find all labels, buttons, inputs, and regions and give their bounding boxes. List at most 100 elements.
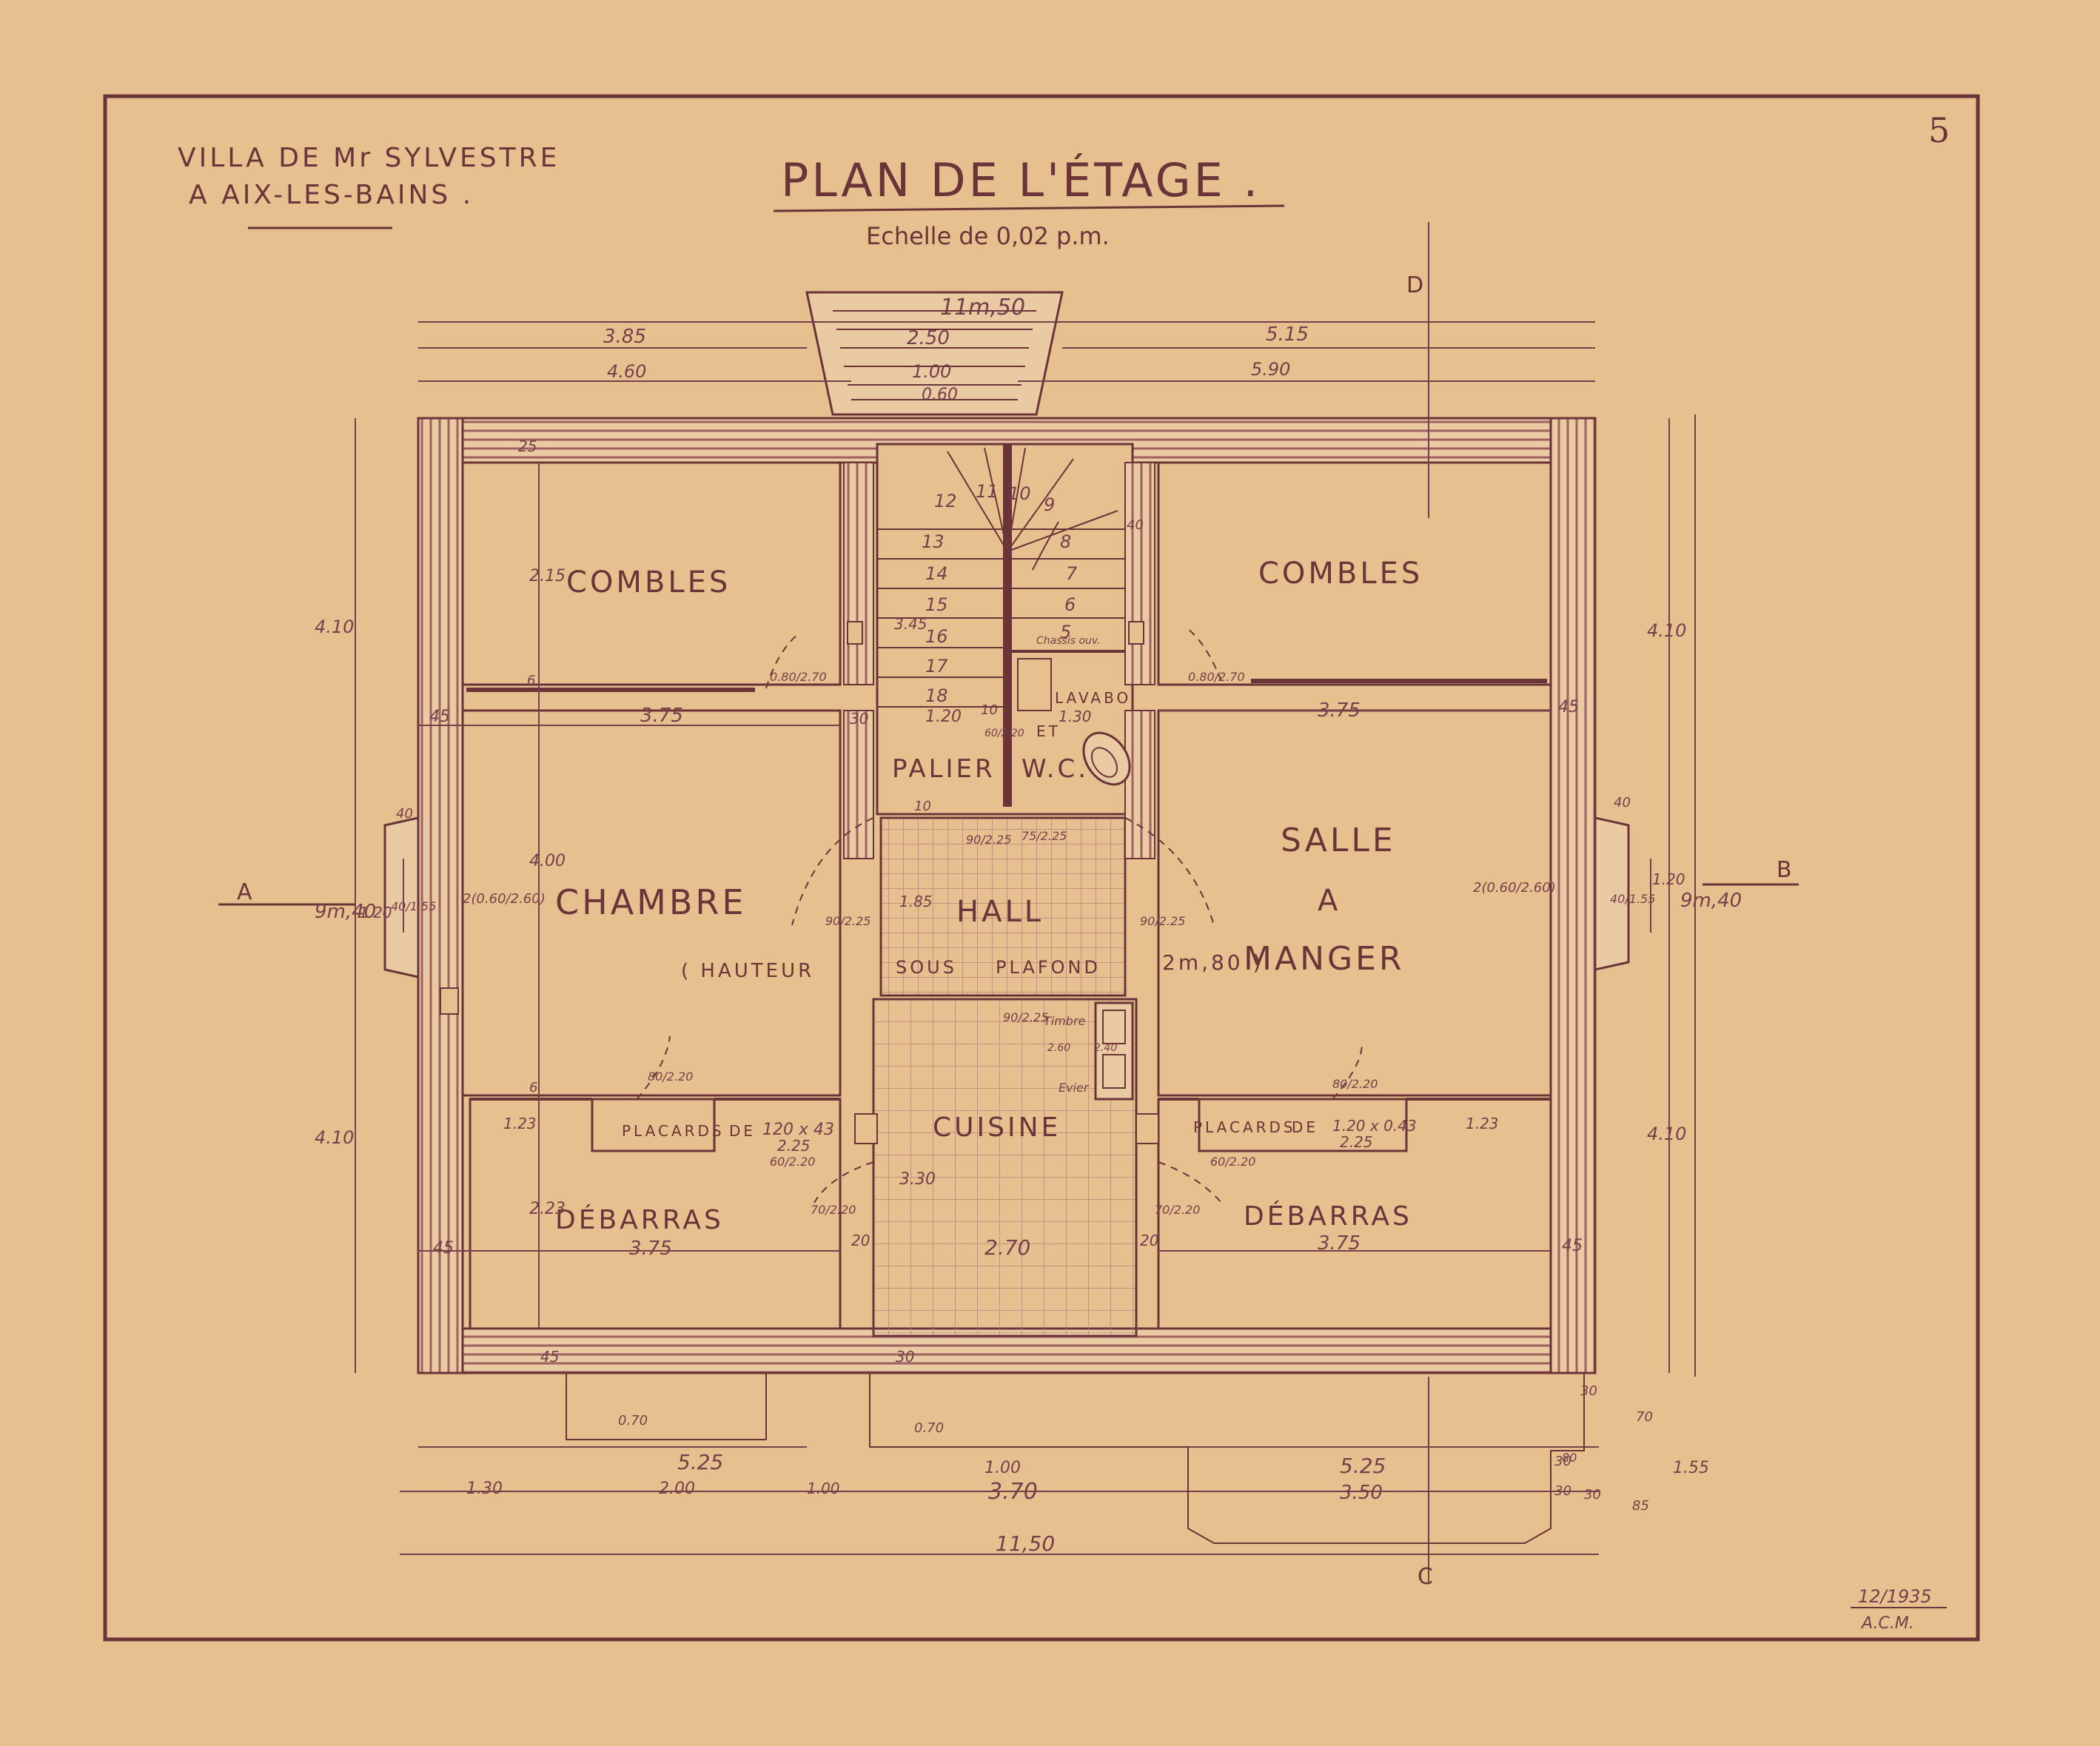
window-side-left: 40/1.55 [391, 899, 436, 913]
dim-total-top: 11m,50 [940, 295, 1025, 320]
room-chambre: CHAMBRE [555, 882, 746, 922]
window-chambre: 2(0.60/2.60) [463, 891, 546, 907]
dim-wc-width: 1.30 [1059, 708, 1092, 725]
dim-bottom-l: 85 [1632, 1498, 1649, 1514]
dim-combles-left-width: 3.75 [640, 705, 683, 727]
height-note-4: 2m,80 ) [1162, 950, 1264, 975]
title-underline [773, 204, 1285, 212]
stair-step-12: 5 [1060, 622, 1071, 642]
dim-wall-6-b: 6 [529, 1080, 537, 1095]
dim-right-lower: 4.10 [1647, 1124, 1686, 1144]
door-wc: 60/2.20 [984, 728, 1024, 739]
dim-wall-6-a: 6 [527, 673, 535, 688]
dim-wall-20-b: 20 [1140, 1232, 1158, 1249]
evier-label: Evier [1059, 1081, 1090, 1095]
room-combles-right: COMBLES [1258, 557, 1423, 591]
door-debarras-left: 70/2.20 [811, 1203, 856, 1217]
height-note-3: PLAFOND [996, 957, 1101, 978]
room-debarras-left: DÉBARRAS [555, 1204, 724, 1235]
dim-top-a: 3.85 [603, 326, 646, 348]
dim-wall-20-a: 20 [851, 1232, 870, 1249]
room-lavabo: LAVABO [1055, 689, 1131, 707]
dim-bottom-total: 11,50 [996, 1531, 1055, 1556]
interior-stair: 12 11 10 9 13 8 14 7 15 6 16 5 17 18 [877, 447, 1125, 708]
door-hall-palier: 90/2.25 [966, 833, 1011, 847]
placard-size-left: 120 x 43 [762, 1121, 834, 1139]
dim-top-f: 5.90 [1251, 359, 1290, 380]
client-line-2: A AIX-LES-BAINS . [189, 180, 474, 210]
entry-stair [805, 291, 1064, 416]
placards-right: PLACARDS [1193, 1118, 1296, 1136]
dim-wall-45-a: 45 [429, 708, 450, 726]
timbre-label: Timbre [1044, 1014, 1086, 1028]
dim-wall-40-a: 40 [396, 806, 413, 822]
sheet-border [103, 94, 1980, 1642]
dim-placard-left: 1.23 [503, 1115, 537, 1132]
dim-wall-40-b: 40 [1614, 795, 1631, 810]
stair-step-3: 10 [1008, 483, 1031, 504]
dim-top-e: 1.00 [912, 361, 951, 382]
window-bays [383, 816, 1630, 978]
dim-top-d: 4.60 [607, 361, 646, 382]
dim-small-260: 2.60 [1047, 1042, 1070, 1054]
dim-stair-width: 1.20 [925, 708, 962, 726]
dim-cuisine-width: 2.70 [984, 1235, 1030, 1260]
placards-left: PLACARDS [622, 1122, 725, 1140]
dim-bottom-070-b: 0.70 [914, 1420, 944, 1436]
inner-walls [440, 444, 1551, 1152]
room-cuisine: CUISINE [933, 1112, 1061, 1143]
dim-bottom-k: 80 [1562, 1451, 1577, 1465]
window-salle: 2(0.60/2.60) [1473, 880, 1556, 896]
footer-date: 12/1935 [1858, 1586, 1932, 1607]
dim-wall-45-e: 45 [540, 1348, 559, 1366]
dim-combles-height: 2.15 [529, 567, 566, 585]
dim-hall-height: 1.85 [899, 893, 933, 910]
door-hall-wc: 75/2.25 [1022, 829, 1067, 843]
dim-chambre-height: 4.00 [529, 852, 566, 870]
dim-wall-30-d: 30 [1554, 1483, 1571, 1499]
door-placard-right: 60/2.20 [1210, 1155, 1255, 1169]
scale-label: Echelle de 0,02 p.m. [866, 222, 1110, 250]
section-a: A [237, 879, 255, 905]
placard-size-right-b: 2.25 [1340, 1133, 1373, 1151]
dim-bottom-e: 2.00 [659, 1480, 695, 1498]
placards-de-left: DE [729, 1122, 756, 1140]
dim-bottom-m: 70 [1636, 1409, 1653, 1425]
placard-size-left-b: 2.25 [777, 1137, 811, 1155]
dim-top-g: 0.60 [922, 386, 958, 404]
stair-step-6: 8 [1060, 531, 1071, 552]
dim-top-c: 5.15 [1266, 323, 1309, 346]
room-salle: SALLE [1281, 822, 1396, 859]
dim-bottom-g: 3.70 [988, 1479, 1038, 1505]
dim-wall-10-a: 10 [981, 702, 998, 718]
room-wc: W.C. [1022, 754, 1089, 784]
dim-left-total: 9m,40 [315, 901, 376, 923]
section-d: D [1406, 272, 1426, 298]
stair-step-8: 7 [1066, 563, 1078, 584]
dim-right-upper: 4.10 [1647, 620, 1686, 641]
door-combles-left: 0.80/2.70 [770, 670, 827, 684]
door-salle: 90/2.25 [1140, 914, 1185, 928]
door-debarras-closet-left: 80/2.20 [648, 1070, 693, 1084]
door-combles-right: 0.80/2.70 [1188, 670, 1245, 684]
dim-small-240: 2.40 [1094, 1042, 1117, 1054]
stair-step-13: 17 [925, 656, 948, 676]
stair-step-5: 13 [922, 531, 945, 552]
dim-wall-45-b: 45 [1558, 698, 1579, 716]
stair-step-1: 12 [934, 491, 957, 511]
door-chambre: 90/2.25 [825, 914, 870, 928]
door-swings [636, 628, 1363, 1203]
stair-step-7: 14 [925, 563, 948, 584]
room-palier: PALIER [892, 754, 996, 784]
door-debarras-closet-right: 80/2.20 [1332, 1077, 1378, 1091]
dim-bottom-a: 5.25 [677, 1450, 723, 1474]
dim-left-upper: 4.10 [315, 617, 354, 637]
footer-signature: A.C.M. [1860, 1614, 1914, 1633]
dim-wall-10-b: 10 [914, 799, 931, 814]
room-manger: MANGER [1244, 940, 1404, 978]
dim-wall-45-c: 45 [433, 1239, 454, 1258]
height-note-1: ( HAUTEUR [681, 960, 814, 982]
client-line-1: VILLA DE Mr SYLVESTRE [178, 143, 560, 173]
dim-wall-45-d: 45 [1562, 1237, 1583, 1255]
dim-debarras-right-width: 3.75 [1318, 1232, 1361, 1255]
